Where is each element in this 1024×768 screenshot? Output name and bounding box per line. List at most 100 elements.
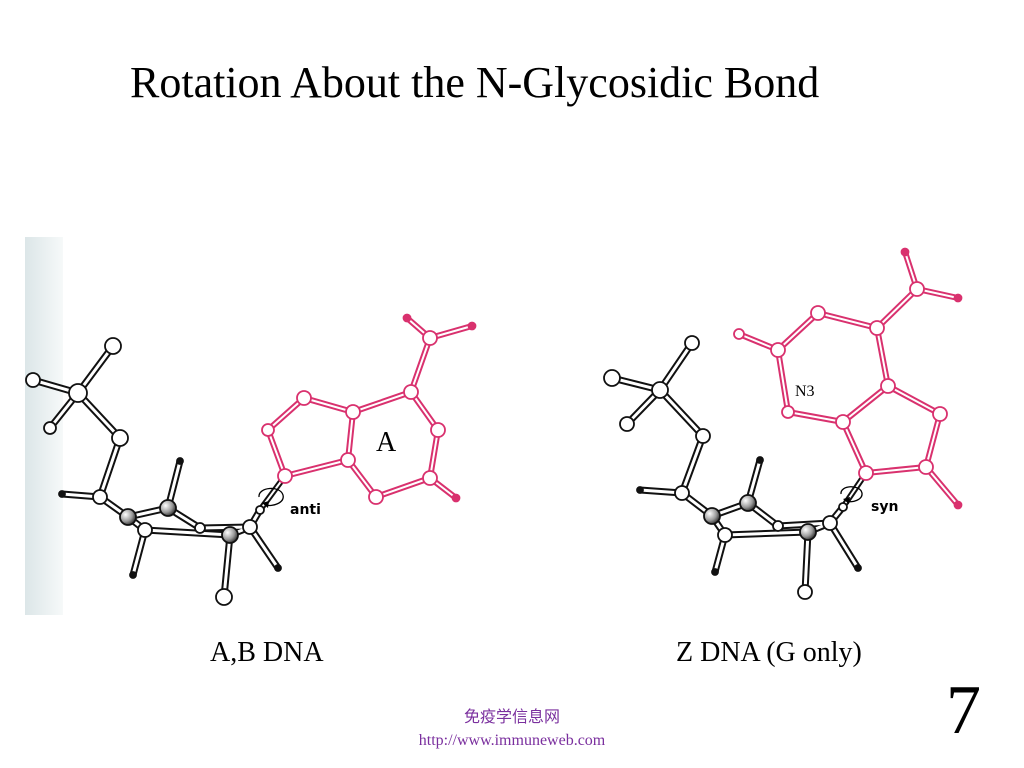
hydrogen-atom [402,313,412,323]
bond-highlight [925,413,941,468]
adenine-ring-label: A [376,427,397,458]
footer-site-name: 免疫学信息网 [463,707,560,726]
bond-highlight [842,385,889,423]
hydrogen-atom [636,486,644,494]
footer-url-link[interactable]: http://www.immuneweb.com [418,732,606,749]
rotation-arrow [258,487,284,507]
hydrogen-atom [451,493,461,503]
atom [345,404,361,420]
syn-rotation-label: syn [871,499,899,515]
atom [119,508,137,526]
bond-highlight [777,312,819,351]
bond-highlight [723,530,810,537]
bond-highlight [887,385,941,415]
bond-highlight [267,429,286,477]
bond-highlight [658,388,705,438]
atom [277,468,293,484]
atom [340,452,356,468]
atom [733,328,745,340]
atom [422,470,438,486]
atom [781,405,795,419]
atom [422,330,438,346]
atom [430,422,446,438]
atom [918,459,934,475]
ab-dna-nucleotide-model [25,313,477,606]
bond-highlight [375,477,431,498]
atom [717,527,733,543]
atom [770,342,786,358]
atom [772,520,784,532]
atom [603,369,621,387]
bond-highlight [865,466,927,474]
bond-highlight [347,411,354,461]
atom [242,519,258,535]
bond-highlight [248,525,280,570]
bond-highlight [98,436,122,499]
bond-highlight [876,288,918,329]
atom [739,494,757,512]
bond-highlight [429,429,439,479]
anti-rotation-label: anti [290,502,321,518]
hydrogen-atom [953,293,963,303]
ab-dna-caption: A,B DNA [210,637,324,668]
bond-highlight [222,533,232,599]
atom [43,421,57,435]
hydrogen-atom [756,456,764,464]
bond-highlight [803,530,810,594]
atom [909,281,925,297]
atom [822,515,838,531]
hydrogen-atom [953,500,963,510]
bond-highlight [876,327,889,387]
atom [838,502,848,512]
bond-highlight [303,397,354,413]
atom [68,383,88,403]
bond-highlight [680,434,705,495]
atom [255,505,265,515]
slide-title: Rotation About the N-Glycosidic Bond [130,58,820,107]
bond-highlight [658,341,694,392]
rotation-arrow-head [262,501,269,508]
hydrogen-atom [854,564,862,572]
z-dna-caption: Z DNA (G only) [676,637,862,668]
bond-highlight [817,312,878,329]
atom [810,305,826,321]
rotation-arrow [840,486,863,503]
hydrogen-atom [274,564,282,572]
bond-highlight [143,528,232,537]
atom [797,584,813,600]
hydrogen-atom [900,247,910,257]
page-number: 7 [946,672,981,749]
atom [215,588,233,606]
atom [880,378,896,394]
atom [684,335,700,351]
hydrogen-atom [58,490,66,498]
atom [92,489,108,505]
atom [858,465,874,481]
atom [261,423,275,437]
atom [932,406,948,422]
atom [25,372,41,388]
hydrogen-atom [711,568,719,576]
atom [835,414,851,430]
atom [104,337,122,355]
bond-highlight [284,459,349,477]
atom [368,489,384,505]
atom [695,428,711,444]
z-dna-nucleotide-model [603,247,963,600]
atom [651,381,669,399]
atom [111,429,129,447]
rotation-arrow-head [843,497,850,504]
bond-highlight [76,391,122,440]
atom [674,485,690,501]
bond-highlight [787,411,844,423]
n3-atom-label: N3 [795,383,815,400]
atom [194,522,206,534]
atom [137,522,153,538]
bond-highlight [410,337,431,393]
hydrogen-atom [467,321,477,331]
bond-highlight [842,421,867,474]
atom [296,390,312,406]
bond-highlight [925,466,959,506]
atom [799,523,817,541]
